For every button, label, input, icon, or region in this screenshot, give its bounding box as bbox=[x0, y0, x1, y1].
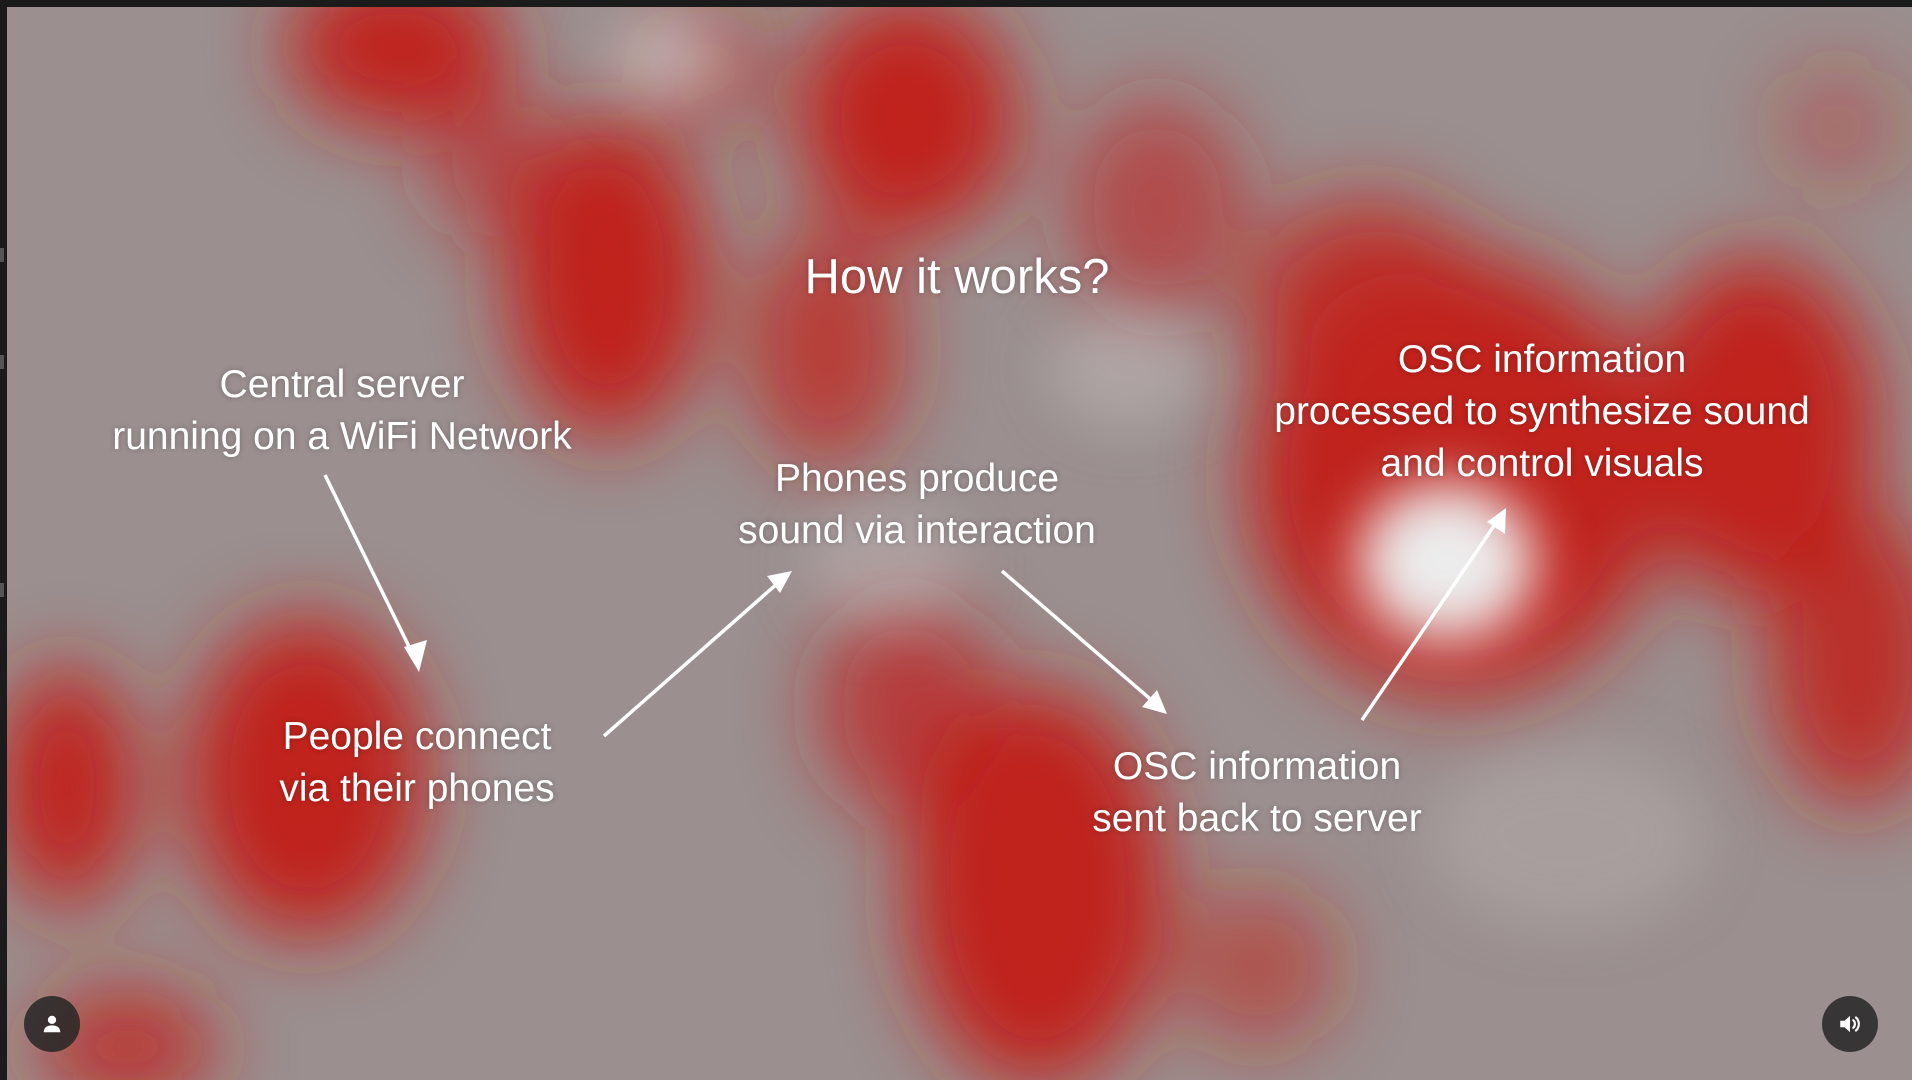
video-frame: How it works? Central server running on … bbox=[7, 7, 1912, 1080]
step-line: via their phones bbox=[279, 767, 555, 810]
edge-marker bbox=[0, 248, 4, 262]
step-line: People connect bbox=[282, 715, 552, 758]
edge-marker bbox=[0, 583, 4, 597]
step-phones-produce: Phones produce sound via interaction bbox=[707, 453, 1127, 557]
speaker-icon bbox=[1840, 1015, 1860, 1033]
edge-marker bbox=[0, 355, 4, 369]
step-line: Central server bbox=[219, 363, 465, 406]
step-line: and control visuals bbox=[1380, 442, 1704, 485]
step-osc-sent-back: OSC information sent back to server bbox=[1057, 741, 1457, 845]
step-line: processed to synthesize sound bbox=[1274, 390, 1810, 433]
sound-toggle-button[interactable] bbox=[1822, 996, 1878, 1052]
slide-title: How it works? bbox=[804, 250, 1110, 304]
step-people-connect: People connect via their phones bbox=[237, 711, 597, 815]
background-blobs bbox=[7, 7, 1912, 1080]
user-profile-button[interactable] bbox=[24, 996, 80, 1052]
step-line: sound via interaction bbox=[738, 509, 1096, 552]
step-line: OSC information bbox=[1397, 338, 1687, 381]
step-line: sent back to server bbox=[1092, 797, 1422, 840]
step-central-server: Central server running on a WiFi Network bbox=[67, 359, 617, 463]
step-line: running on a WiFi Network bbox=[112, 415, 572, 458]
step-line: Phones produce bbox=[774, 457, 1060, 500]
user-icon bbox=[43, 1015, 61, 1033]
step-line: OSC information bbox=[1112, 745, 1402, 788]
step-osc-processed: OSC information processed to synthesize … bbox=[1227, 334, 1857, 490]
